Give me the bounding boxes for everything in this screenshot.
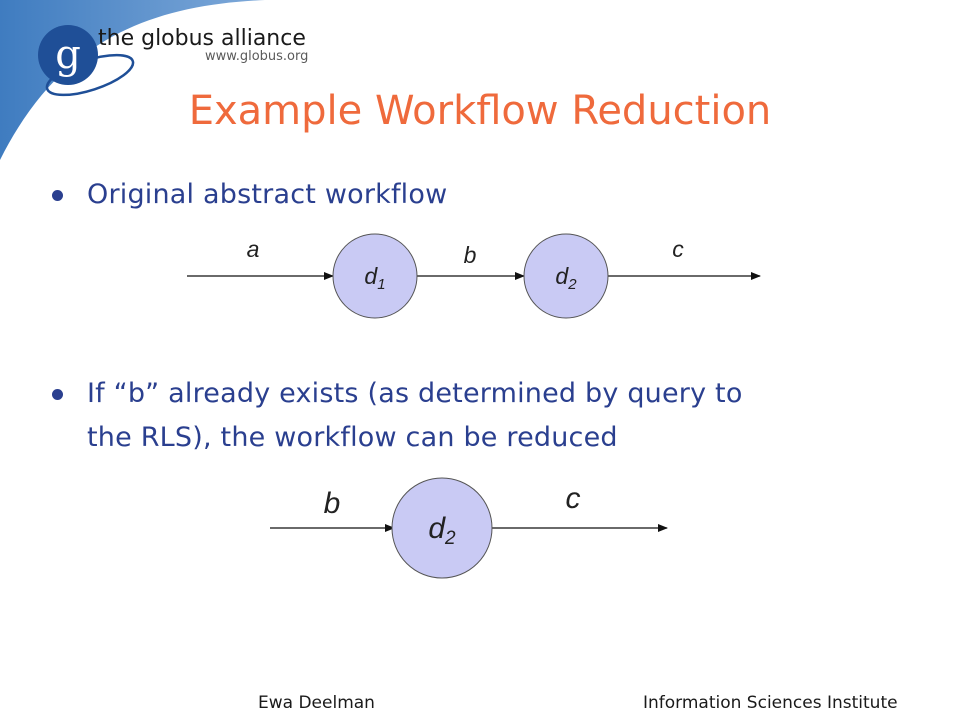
brand-name: the globus alliance: [98, 26, 306, 51]
edge-label-c: c: [672, 236, 684, 262]
bullet-dot-icon: [52, 389, 63, 400]
diagram-reduced: b c d2: [270, 477, 668, 579]
node-d2-base: d: [555, 263, 569, 289]
bullet-1-line-1: Original abstract workflow: [87, 179, 448, 210]
logo-letter: g: [55, 32, 81, 78]
globus-logo-icon: g: [38, 25, 135, 97]
footer-author: Ewa Deelman: [258, 693, 375, 713]
node-label-d1: d1: [364, 263, 385, 293]
footer-institute: Information Sciences Institute: [643, 693, 898, 713]
brand-url: www.globus.org: [205, 49, 309, 64]
node-label-d2-reduced: d2: [428, 512, 456, 549]
node-d2: [523, 233, 609, 319]
bullet-2: If “b” already exists (as determined by …: [87, 372, 907, 460]
node-d2-reduced-sub: 2: [444, 528, 456, 549]
edge-label-b-reduced: b: [324, 487, 341, 520]
node-d1-base: d: [364, 263, 378, 289]
diagram-original: a b c d1 d2: [187, 233, 761, 319]
node-d1: [332, 233, 418, 319]
slide-title: Example Workflow Reduction: [188, 88, 772, 134]
node-d2-reduced: [391, 477, 493, 579]
node-d2-reduced-base: d: [428, 512, 446, 545]
edge-label-c-reduced: c: [566, 482, 581, 515]
node-label-d2: d2: [555, 263, 577, 293]
bullet-dot-icon: [52, 190, 63, 201]
bullet-2-line-2: the RLS), the workflow can be reduced: [87, 422, 618, 453]
bullet-1: Original abstract workflow: [87, 173, 447, 217]
edge-label-b: b: [464, 242, 477, 268]
corner-banner: [0, 0, 265, 160]
node-d1-sub: 1: [377, 276, 385, 293]
edge-label-a: a: [247, 236, 260, 262]
bullet-2-line-1: If “b” already exists (as determined by …: [87, 378, 743, 409]
node-d2-sub: 2: [567, 276, 577, 293]
